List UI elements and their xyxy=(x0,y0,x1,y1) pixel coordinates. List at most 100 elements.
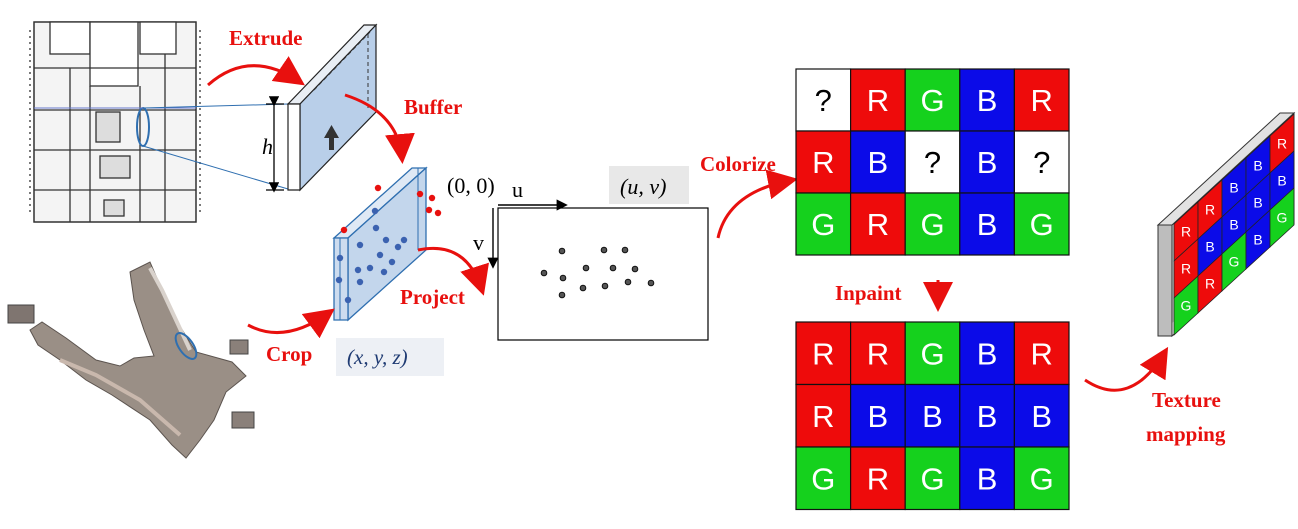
grid-after-cell-letter: G xyxy=(920,336,944,371)
grid-after-cell xyxy=(904,321,961,386)
texture-cell-letter: B xyxy=(1229,217,1238,233)
projection-lines xyxy=(142,103,289,190)
uv-label-bg xyxy=(609,166,689,204)
grid-before-cell-letter: G xyxy=(920,207,944,242)
texture-arrow xyxy=(1084,346,1169,392)
grid-after-cell xyxy=(1013,446,1070,511)
grid-after-cell-letter: R xyxy=(812,336,834,371)
texture-cell-letter: G xyxy=(1277,210,1288,226)
grid-after-cell xyxy=(959,321,1015,386)
origin-label: (0, 0) xyxy=(447,173,495,198)
projected-point xyxy=(621,246,629,254)
cloud-point xyxy=(336,254,344,262)
project-arrow xyxy=(417,246,489,296)
colorize-label: Colorize xyxy=(700,152,776,176)
inpaint-label: Inpaint xyxy=(835,281,902,305)
buffer-arrow xyxy=(344,93,415,164)
outlier-point xyxy=(374,184,382,192)
projected-point xyxy=(647,279,655,287)
grid-before-cell xyxy=(1013,192,1070,256)
cloud-point xyxy=(380,268,388,276)
cloud-point xyxy=(388,258,396,266)
grid-before-cell xyxy=(904,68,961,132)
grid-after-cell xyxy=(959,383,1015,448)
cloud-point xyxy=(394,243,402,251)
projected-point xyxy=(558,291,566,299)
texture-cell-letter: B xyxy=(1253,158,1262,174)
grid-after-cell xyxy=(795,321,852,386)
grid-before-cell-letter: B xyxy=(868,145,889,180)
uv-label: (u, v) xyxy=(620,174,666,199)
grid-before-cell-letter: G xyxy=(1030,207,1054,242)
outlier-point xyxy=(425,206,433,214)
grid-before-cell-letter: G xyxy=(811,207,835,242)
crop-arrow xyxy=(247,308,335,339)
mesh-scene-image xyxy=(7,261,255,459)
grid-after-cell xyxy=(904,446,961,511)
floor-plan-image xyxy=(29,21,201,223)
texture-label-line1: Texture xyxy=(1152,388,1221,412)
projected-point xyxy=(582,264,590,272)
point-cloud xyxy=(335,184,442,304)
grid-after-cell-letter: G xyxy=(811,461,835,496)
grid-before-cell-letter: ? xyxy=(924,145,941,180)
texture-cell-letter: B xyxy=(1229,180,1238,196)
texture-cell-letter: R xyxy=(1181,224,1191,240)
texture-cell-letter: G xyxy=(1229,254,1240,270)
grid-after-cell-letter: R xyxy=(867,336,889,371)
cloud-point xyxy=(354,266,362,274)
projected-point xyxy=(558,247,566,255)
v-axis-label: v xyxy=(473,230,484,255)
grid-after-cell-letter: B xyxy=(1031,399,1052,434)
grid-before-cell-letter: ? xyxy=(1033,145,1050,180)
extrude-arrow xyxy=(207,56,305,87)
grid-before-cell-letter: R xyxy=(812,145,834,180)
cloud-point xyxy=(372,224,380,232)
outlier-point xyxy=(434,209,442,217)
height-indicator xyxy=(266,96,284,193)
grid-after-cell-letter: G xyxy=(920,461,944,496)
cloud-point xyxy=(335,276,343,284)
outlier-point xyxy=(340,226,348,234)
height-label: h xyxy=(262,134,273,159)
u-axis-label: u xyxy=(512,177,523,202)
cloud-point xyxy=(382,236,390,244)
texture-cell-letter: B xyxy=(1253,195,1262,211)
projected-point xyxy=(609,264,617,272)
grid-before-cell-letter: B xyxy=(977,83,998,118)
grid-after-cell xyxy=(959,446,1015,511)
grid-before-cell-letter: R xyxy=(1031,83,1053,118)
grid-after-cell xyxy=(849,383,906,448)
buffer-label: Buffer xyxy=(404,95,462,119)
extruded-panel xyxy=(286,23,378,192)
texture-cell-letter: B xyxy=(1205,239,1214,255)
texture-label-line2: mapping xyxy=(1146,422,1226,446)
texture-cell xyxy=(1269,187,1295,248)
cloud-point xyxy=(356,278,364,286)
grid-after-cell-letter: G xyxy=(1030,461,1054,496)
texture-cell-letter: B xyxy=(1277,173,1286,189)
colorize-arrow xyxy=(716,169,798,239)
texture-cell-letter: R xyxy=(1277,136,1287,152)
grid-after-cell xyxy=(849,321,906,386)
grid-before-cell xyxy=(849,68,906,132)
grid-after-cell-letter: B xyxy=(922,399,943,434)
grid-after-cell xyxy=(904,383,961,448)
outlier-point xyxy=(416,190,424,198)
grid-after-cell-letter: R xyxy=(812,399,834,434)
cloud-point xyxy=(376,251,384,259)
grid-after-cell-letter: B xyxy=(977,461,998,496)
cloud-point xyxy=(366,264,374,272)
cloud-point xyxy=(371,207,379,215)
grid-after-cell xyxy=(849,446,906,511)
outlier-point xyxy=(428,194,436,202)
projected-point xyxy=(579,284,587,292)
extrude-label: Extrude xyxy=(229,26,303,50)
texture-cell-letter: R xyxy=(1205,202,1215,218)
grid-before-cell xyxy=(795,192,852,256)
grid-before-cell-letter: R xyxy=(867,207,889,242)
